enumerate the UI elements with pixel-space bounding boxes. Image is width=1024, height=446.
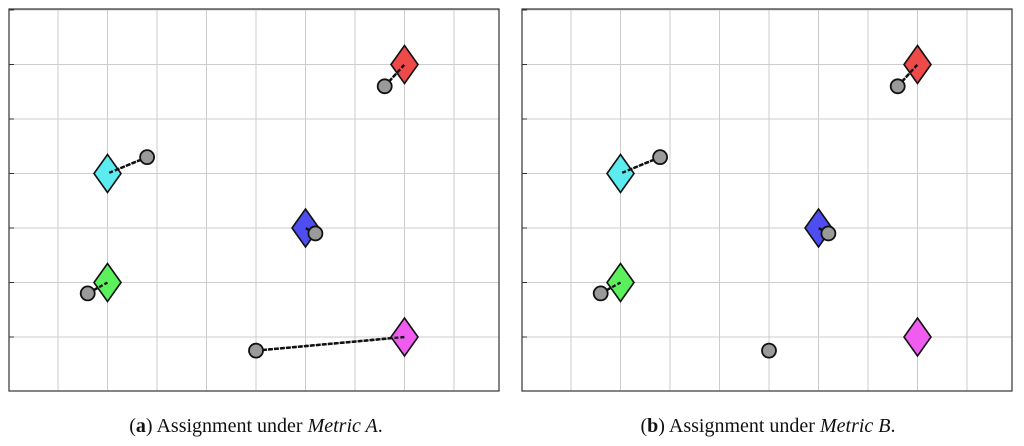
caption-a-text: Assignment under [156, 415, 302, 437]
panel-frame [8, 8, 500, 392]
agent-circle [376, 78, 393, 95]
caption-b-open: ( [641, 415, 648, 437]
agent-circle [889, 78, 906, 95]
caption-a-close: ) [146, 415, 153, 437]
grid [522, 9, 1012, 391]
agent-circle [79, 285, 96, 302]
assignment-line-overlay [93, 281, 109, 292]
caption-b-end: . [891, 415, 896, 437]
target-diamond-magenta [903, 316, 932, 358]
agent-circle [592, 285, 609, 302]
target-diamond-cyan [606, 153, 635, 194]
captions: (a) Assignment under Metric A. (b) Assig… [129, 415, 895, 437]
assignment-line-overlay [304, 226, 310, 232]
agent-circle [820, 225, 837, 242]
agent-circle [248, 342, 264, 359]
caption-b-close: ) [658, 415, 665, 437]
assignment-line-overlay [901, 63, 919, 82]
caption-a-open: ( [129, 415, 136, 437]
target-diamond-red [390, 44, 419, 85]
panel-frame [521, 8, 1013, 392]
assignment-line-overlay [606, 281, 622, 292]
assignment-line-overlay [817, 226, 823, 232]
caption-b-letter: b [647, 415, 658, 437]
caption-b: (b) Assignment under Metric B. [641, 415, 896, 437]
target-diamond-red [903, 44, 932, 85]
grid [9, 9, 499, 391]
agent-circle [652, 149, 668, 166]
panel-b [521, 8, 1013, 392]
panel-a [8, 8, 500, 392]
caption-a: (a) Assignment under Metric A. [129, 415, 383, 437]
target-diamond-magenta [390, 316, 419, 358]
caption-a-end: . [378, 415, 383, 437]
target-diamond-cyan [93, 153, 122, 194]
assignment-line-overlay [388, 63, 406, 82]
caption-b-text: Assignment under [669, 415, 815, 437]
agent-circle [139, 149, 156, 166]
caption-b-metric: Metric B [819, 415, 891, 437]
agent-circle [761, 342, 777, 359]
caption-a-letter: a [136, 415, 146, 437]
caption-a-metric: Metric A [307, 415, 379, 437]
agent-circle [307, 225, 324, 242]
